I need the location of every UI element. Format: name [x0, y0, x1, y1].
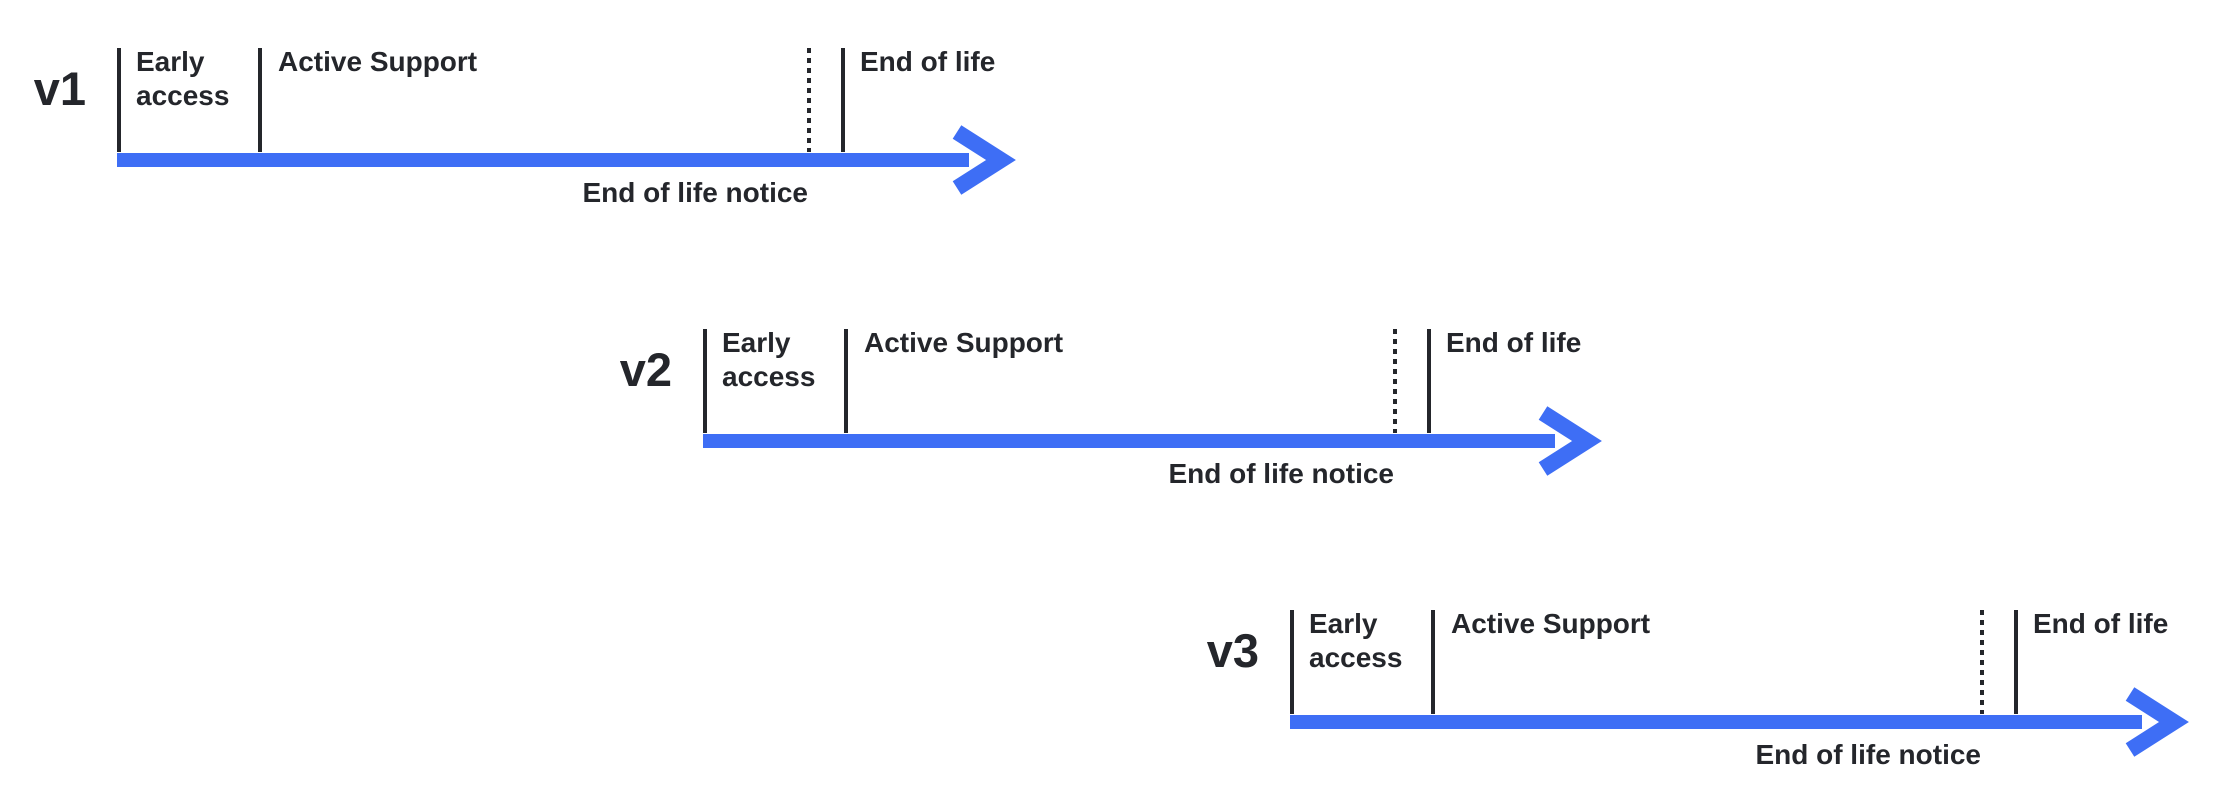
- timeline-bar: [703, 434, 1555, 448]
- eol-notice-dashed-line: [807, 48, 811, 152]
- arrow-right-icon: [1538, 406, 1602, 476]
- end-of-life-start-tick: [841, 48, 845, 152]
- eol-notice-dashed-line: [1393, 329, 1397, 433]
- end-of-life-start-tick: [1427, 329, 1431, 433]
- end-of-life-notice-label: End of life notice: [582, 177, 808, 208]
- phase-label-end-of-life: End of life: [1446, 327, 1582, 358]
- end-of-life-notice-label: End of life notice: [1755, 739, 1981, 770]
- end-of-life-start-tick: [2014, 610, 2018, 714]
- end-of-life-notice-label: End of life notice: [1168, 458, 1394, 489]
- active-support-start-tick: [258, 48, 262, 152]
- eol-notice-dashed-line: [1980, 610, 1984, 714]
- arrow-right-icon: [2125, 687, 2189, 757]
- timeline-bar: [117, 153, 969, 167]
- phase-label-active-support: Active Support: [278, 46, 478, 77]
- version-label: v3: [1206, 624, 1259, 677]
- timeline-row-v1: v1 Early access Active Support End of li…: [34, 46, 1127, 248]
- phase-label-end-of-life: End of life: [860, 46, 996, 77]
- timeline-bar: [1290, 715, 2142, 729]
- phase-label-early-access: Early access: [722, 327, 816, 392]
- phase-label-active-support: Active Support: [1451, 608, 1651, 639]
- active-support-start-tick: [1431, 610, 1435, 714]
- timeline-row-v3: v3 Early access Active Support End of li…: [1207, 608, 2228, 810]
- version-label: v2: [619, 343, 672, 396]
- arrow-right-icon: [952, 125, 1016, 195]
- phase-label-end-of-life: End of life: [2033, 608, 2169, 639]
- phase-label-active-support: Active Support: [864, 327, 1064, 358]
- early-access-start-tick: [117, 48, 121, 152]
- early-access-start-tick: [1290, 610, 1294, 714]
- version-label: v1: [33, 62, 86, 115]
- phase-label-early-access: Early access: [136, 46, 230, 111]
- phase-label-early-access: Early access: [1309, 608, 1403, 673]
- early-access-start-tick: [703, 329, 707, 433]
- active-support-start-tick: [844, 329, 848, 433]
- timeline-row-v2: v2 Early access Active Support End of li…: [620, 327, 1713, 529]
